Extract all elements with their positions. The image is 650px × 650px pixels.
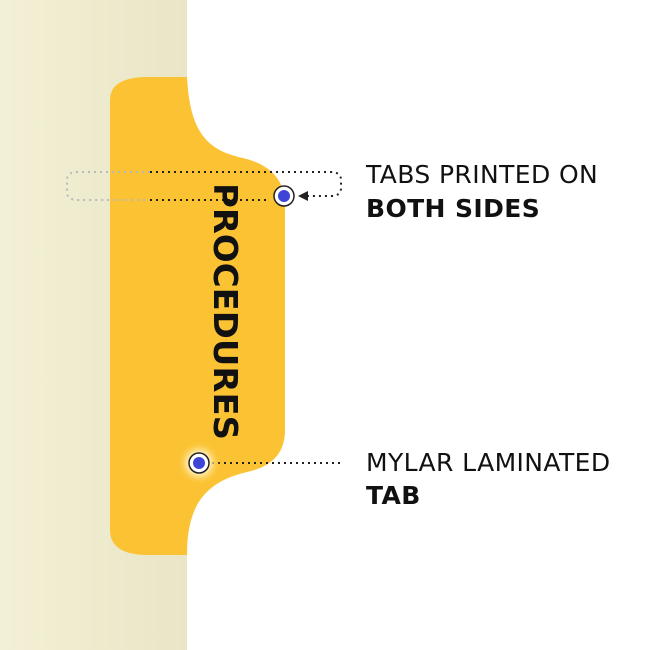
callout-both-sides-line1: TABS PRINTED ON: [366, 160, 599, 189]
procedures-tab: [110, 77, 285, 555]
callout-both-sides-line2: BOTH SIDES: [366, 194, 541, 223]
callout-laminated-line2: TAB: [366, 481, 421, 510]
tab-label: PROCEDURES: [206, 183, 245, 440]
both-sides-bracket-front: [150, 171, 342, 197]
both-sides-marker-dot: [278, 190, 290, 202]
laminated-marker-dot: [193, 457, 205, 469]
callout-laminated-line1: MYLAR LAMINATED: [366, 448, 611, 477]
arrowhead-icon: [298, 191, 308, 201]
